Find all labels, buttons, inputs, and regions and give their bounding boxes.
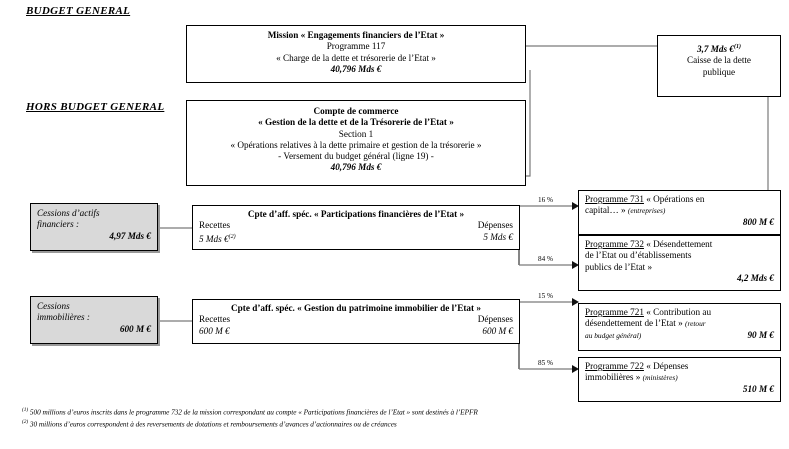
cas-pfe-recettes-footnote-ref: (2) [228, 233, 236, 240]
footnote-1-text: 500 millions d’euros inscrits dans le pr… [28, 407, 478, 417]
cas-gpi-depenses-value: 600 M € [482, 325, 513, 336]
prog722-programme-number: Programme 722 [585, 361, 644, 371]
cessions-immo-label-2: immobilières : [37, 312, 90, 323]
footnote-2-marker: (2) [22, 419, 29, 425]
box-programme-722: Programme 722 « Dépenses immobilières » … [578, 357, 781, 402]
prog721-amount: 90 M € [747, 329, 774, 340]
cas-pfe-header-row: Recettes Dépenses [199, 220, 513, 231]
caisse-amount: 3,7 Mds €(1) [664, 42, 774, 55]
prog732-line-2: de l’Etat ou d’établissements [585, 250, 692, 261]
prog731-text: « Opérations en [643, 194, 705, 204]
box-programme-731: Programme 731 « Opérations en capital… »… [578, 190, 781, 235]
compte-title: Compte de commerce [313, 106, 399, 116]
prog731-line-1: Programme 731 « Opérations en [585, 194, 774, 205]
compte-amount: 40,796 Mds € [330, 162, 382, 173]
cas-gpi-recettes-value: 600 M € [199, 325, 230, 336]
cas-pfe-recettes-value: 5 Mds €(2) [199, 232, 236, 245]
caisse-amount-footnote-ref: (1) [734, 44, 741, 50]
compte-section: Section 1 [338, 128, 374, 139]
prog722-line-2: immobilières » (ministères) [585, 372, 774, 383]
prog722-text2: immobilières » [585, 372, 643, 383]
cessions-immo-amount: 600 M € [119, 323, 151, 334]
box-mission-engagements-financiers: Mission « Engagements financiers de l’Et… [186, 25, 526, 83]
prog721-line-1: Programme 721 « Contribution au [585, 307, 774, 318]
cas-pfe-value-row: 5 Mds €(2) 5 Mds € [199, 232, 513, 245]
cas-pfe-depenses-value: 5 Mds € [483, 231, 513, 242]
prog721-text: « Contribution au [643, 307, 712, 317]
cessions-actifs-amount: 4,97 Mds € [109, 230, 151, 241]
box-programme-721: Programme 721 « Contribution au désendet… [578, 303, 781, 351]
mission-libelle: « Charge de la dette et trésorerie de l’… [276, 52, 436, 63]
prog721-text2: désendettement de l’Etat » [585, 318, 686, 329]
cas-gpi-recettes-label: Recettes [199, 314, 231, 325]
prog732-programme-number: Programme 732 [585, 239, 644, 249]
cas-gpi-value-row: 600 M € 600 M € [199, 326, 513, 337]
prog731-amount: 800 M € [742, 216, 774, 227]
footnote-2-text: 30 millions d’euros correspondent à des … [28, 419, 397, 429]
percentage-label-prog721: 15 % [538, 292, 553, 300]
section-title-hors-budget-general: HORS BUDGET GENERAL [26, 101, 165, 113]
cessions-immo-label-1: Cessions [37, 301, 70, 311]
prog721-line-3: au budget général) 90 M € [585, 330, 774, 341]
box-caisse-dette-publique: 3,7 Mds €(1) Caisse de la dette publique [657, 35, 781, 97]
prog732-amount: 4,2 Mds € [736, 272, 774, 283]
box-cas-participations-financieres: Cpte d’aff. spéc. « Participations finan… [192, 205, 520, 250]
cas-pfe-depenses-label: Dépenses [477, 220, 513, 231]
prog722-line-1: Programme 722 « Dépenses [585, 361, 774, 372]
cas-pfe-recettes-label: Recettes [199, 220, 231, 231]
prog731-text2: capital… » [585, 205, 628, 216]
prog732-text: « Désendettement [643, 239, 713, 249]
percentage-label-prog731: 16 % [538, 196, 553, 204]
cas-gpi-header-row: Recettes Dépenses [199, 314, 513, 325]
footnote-1: (1) 500 millions d’euros inscrits dans l… [22, 407, 478, 416]
prog731-line-2: capital… » (entreprises) [585, 205, 774, 216]
prog732-line-3: publics de l’Etat » [585, 261, 653, 272]
prog731-programme-number: Programme 731 [585, 194, 644, 204]
cas-pfe-title: Cpte d’aff. spéc. « Participations finan… [247, 209, 465, 219]
prog721-paren: (retour [685, 319, 706, 329]
cas-pfe-recettes-amount: 5 Mds € [199, 233, 229, 244]
prog722-text: « Dépenses [643, 361, 689, 371]
box-cas-patrimoine-immobilier: Cpte d’aff. spéc. « Gestion du patrimoin… [192, 299, 520, 344]
prog721-line-2: désendettement de l’Etat » (retour [585, 318, 774, 329]
caisse-label-2: publique [702, 66, 736, 77]
prog731-paren: (entreprises) [627, 206, 666, 216]
cas-gpi-title: Cpte d’aff. spéc. « Gestion du patrimoin… [231, 303, 481, 313]
mission-amount: 40,796 Mds € [330, 63, 382, 74]
cessions-actifs-label-1: Cessions d’actifs [37, 208, 100, 218]
cas-gpi-depenses-label: Dépenses [477, 314, 513, 325]
box-cessions-actifs-financiers: Cessions d’actifs financiers : 4,97 Mds … [30, 203, 158, 251]
cessions-actifs-label-2: financiers : [37, 219, 80, 230]
prog722-amount: 510 M € [742, 383, 774, 394]
prog722-paren: (ministères) [642, 373, 678, 383]
mission-title: Mission « Engagements financiers de l’Et… [267, 30, 445, 40]
prog721-programme-number: Programme 721 [585, 307, 644, 317]
percentage-label-prog722: 85 % [538, 359, 553, 367]
compte-subtitle: « Gestion de la dette et de la Trésoreri… [258, 117, 454, 128]
footnote-2: (2) 30 millions d’euros correspondent à … [22, 419, 397, 428]
prog721-paren2: au budget général) [585, 330, 642, 340]
box-compte-de-commerce: Compte de commerce « Gestion de la dette… [186, 100, 526, 186]
section-title-budget-general: BUDGET GENERAL [26, 5, 131, 17]
prog732-line-1: Programme 732 « Désendettement [585, 239, 774, 250]
compte-versement: - Versement du budget général (ligne 19)… [278, 151, 434, 162]
caisse-amount-value: 3,7 Mds € [696, 44, 734, 55]
caisse-label-1: Caisse de la dette [686, 55, 752, 66]
percentage-label-prog732: 84 % [538, 255, 553, 263]
box-cessions-immobilieres: Cessions immobilières : 600 M € [30, 296, 158, 344]
mission-programme: Programme 117 [326, 41, 386, 52]
footnote-1-marker: (1) [22, 407, 29, 413]
box-programme-732: Programme 732 « Désendettement de l’Etat… [578, 235, 781, 291]
compte-operations: « Opérations relatives à la dette primai… [230, 139, 482, 150]
